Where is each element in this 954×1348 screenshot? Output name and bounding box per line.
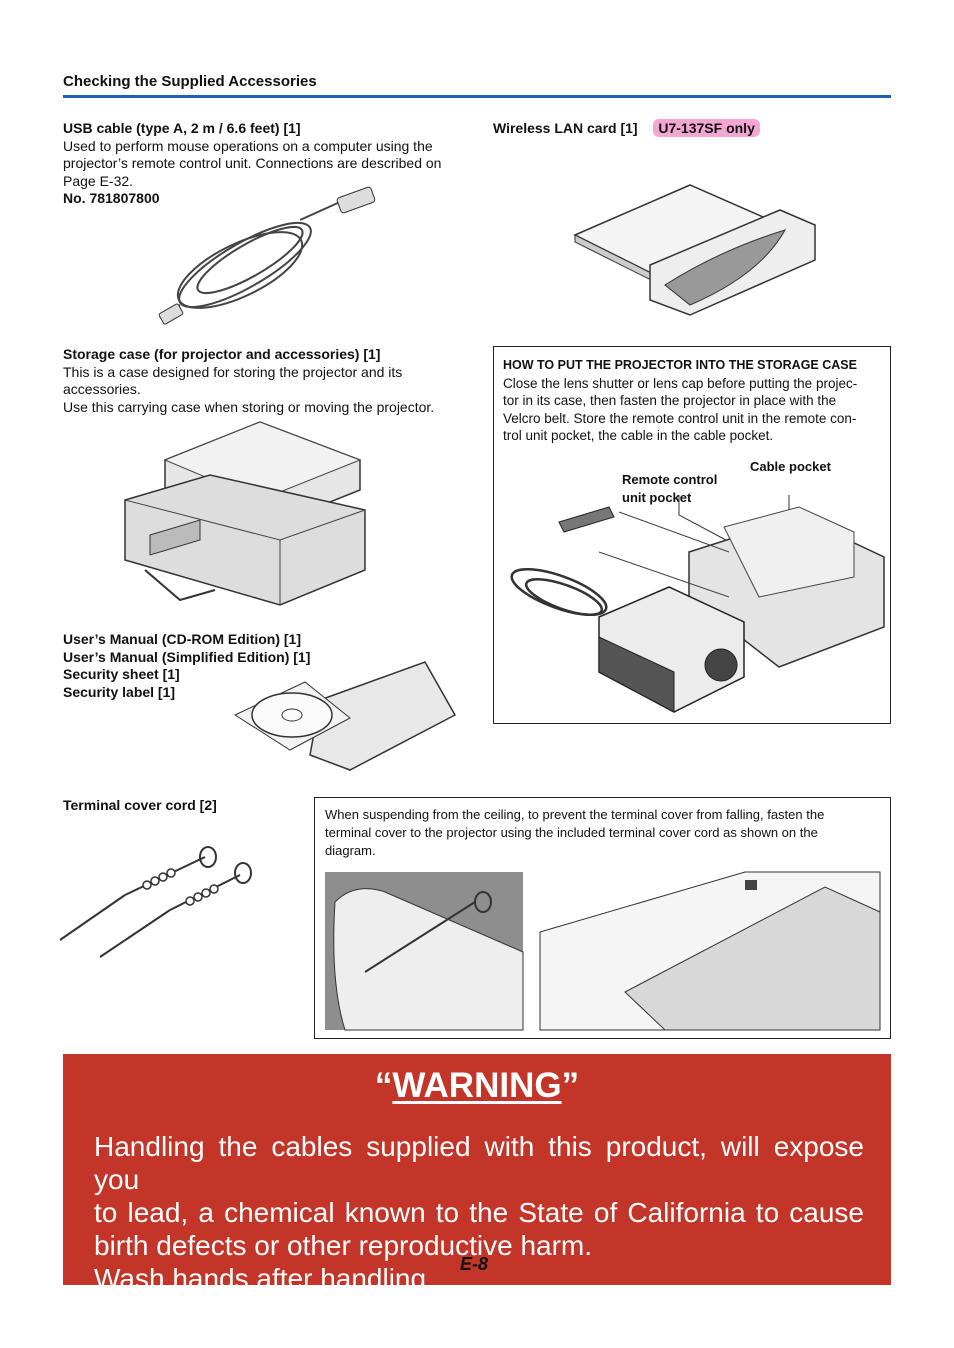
warning-line-1: Handling the cables supplied with this p…	[94, 1131, 864, 1195]
usb-cable-text: USB cable (type A, 2 m / 6.6 feet) [1] U…	[63, 120, 473, 208]
section-rule	[63, 95, 891, 98]
warning-title-text: WARNING	[392, 1066, 562, 1105]
howto-line-4: trol unit pocket, the cable in the cable…	[503, 428, 774, 444]
manual-item: User’s Manual (CD-ROM Edition) [1]	[63, 631, 302, 647]
cord-line-3: diagram.	[325, 843, 376, 858]
manual-and-cd-illustration	[233, 661, 457, 771]
usb-line-1: Used to perform mouse operations on a co…	[63, 137, 433, 154]
storage-line-3: Use this carrying case when storing or m…	[63, 398, 435, 415]
usb-line-3: Page E-32.	[63, 172, 134, 189]
usb-part-number: No. 781807800	[63, 190, 160, 207]
remote-pocket-label-1: Remote control	[622, 472, 718, 487]
wireless-lan-card-illustration	[573, 184, 816, 316]
warning-title: “WARNING”	[63, 1066, 891, 1106]
manual-item: Security sheet [1]	[63, 666, 180, 683]
warning-line-2: to lead, a chemical known to the State o…	[94, 1197, 864, 1228]
terminal-cover-illustration	[325, 871, 881, 1031]
warning-line-3: birth defects or other reproductive harm…	[94, 1230, 593, 1261]
manual-item: Security label [1]	[63, 683, 176, 700]
storage-case-illustration	[124, 421, 366, 606]
howto-line-1: Close the lens shutter or lens cap befor…	[503, 375, 858, 391]
wlan-title-row: Wireless LAN card [1] U7-137SF only	[493, 119, 760, 138]
page-number: E-8	[460, 1254, 489, 1274]
cord-title: Terminal cover cord [2]	[63, 797, 217, 813]
terminal-cover-box: When suspending from the ceiling, to pre…	[314, 797, 891, 1039]
storage-howto-illustration	[510, 495, 885, 713]
storage-line-1: This is a case designed for storing the …	[63, 363, 403, 380]
cord-line-2: terminal cover to the projector using th…	[325, 825, 818, 840]
warning-body: Handling the cables supplied with this p…	[94, 1130, 864, 1295]
remote-pocket-label-2: unit pocket	[622, 490, 692, 505]
cord-line-1: When suspending from the ceiling, to pre…	[325, 807, 825, 822]
cord-instructions: When suspending from the ceiling, to pre…	[325, 806, 885, 860]
manual-item: User’s Manual (Simplified Edition) [1]	[63, 648, 311, 665]
usb-line-2: projector’s remote control unit. Connect…	[63, 155, 442, 172]
storage-line-2: accessories.	[63, 381, 141, 398]
storage-case-text: Storage case (for projector and accessor…	[63, 346, 483, 416]
model-badge: U7-137SF only	[653, 119, 760, 137]
terminal-cover-cord-illustration	[59, 846, 252, 958]
warning-banner: “WARNING” Handling the cables supplied w…	[63, 1054, 891, 1294]
usb-cable-title: USB cable (type A, 2 m / 6.6 feet) [1]	[63, 120, 301, 136]
manuals-list: User’s Manual (CD-ROM Edition) [1] User’…	[63, 631, 310, 701]
cable-pocket-label: Cable pocket	[750, 459, 831, 474]
wlan-title: Wireless LAN card [1]	[493, 120, 638, 136]
warning-quote-close: ”	[561, 1066, 580, 1105]
howto-title: HOW TO PUT THE PROJECTOR INTO THE STORAG…	[503, 358, 857, 372]
warning-quote-open: “	[374, 1066, 393, 1105]
howto-line-3: Velcro belt. Store the remote control un…	[503, 410, 857, 426]
storage-howto-box: HOW TO PUT THE PROJECTOR INTO THE STORAG…	[493, 346, 891, 724]
section-title: Checking the Supplied Accessories	[63, 73, 317, 90]
howto-line-2: tor in its case, then fasten the project…	[503, 393, 837, 409]
warning-line-4: Wash hands after handling.	[94, 1263, 434, 1294]
remote-pocket-label: Remote control unit pocket	[622, 471, 717, 507]
usb-cable-illustration	[158, 186, 376, 325]
storage-case-title: Storage case (for projector and accessor…	[63, 346, 381, 362]
howto-text: HOW TO PUT THE PROJECTOR INTO THE STORAG…	[503, 357, 883, 445]
